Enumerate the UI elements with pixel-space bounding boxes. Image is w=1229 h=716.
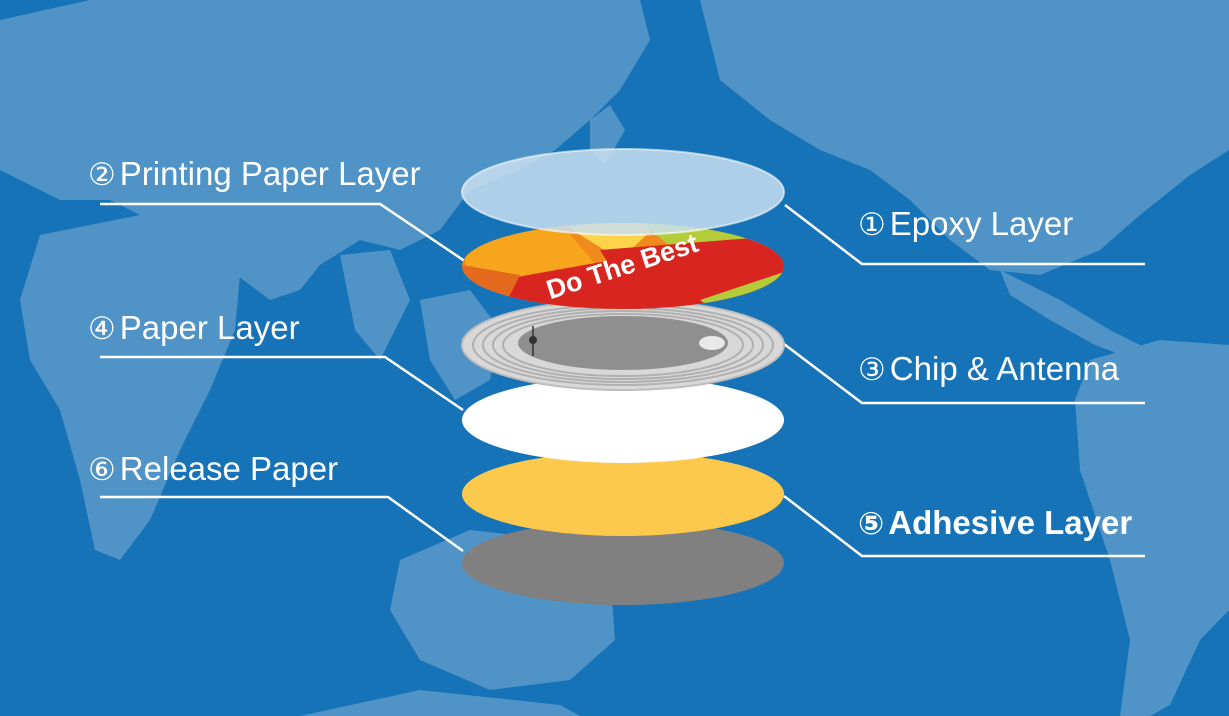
epoxy-disc	[462, 149, 784, 235]
continent-antarctica	[300, 690, 580, 716]
label-number: ⑤	[858, 506, 884, 542]
continent-central-america	[1000, 270, 1150, 362]
label-number: ①	[858, 207, 886, 243]
label-text: Paper Layer	[120, 309, 300, 346]
label-text: Release Paper	[120, 450, 338, 487]
label-text: Epoxy Layer	[890, 205, 1073, 242]
label-text: Printing Paper Layer	[120, 155, 421, 192]
adhesive-disc	[462, 452, 784, 536]
label-number: ③	[858, 352, 886, 388]
label-number: ②	[88, 157, 116, 193]
label-text: Chip & Antenna	[890, 350, 1119, 387]
label-number: ⑥	[88, 452, 116, 488]
continent-africa	[20, 215, 240, 560]
label-text: Adhesive Layer	[888, 504, 1132, 541]
label-number: ④	[88, 311, 116, 347]
continent-india	[340, 250, 410, 360]
